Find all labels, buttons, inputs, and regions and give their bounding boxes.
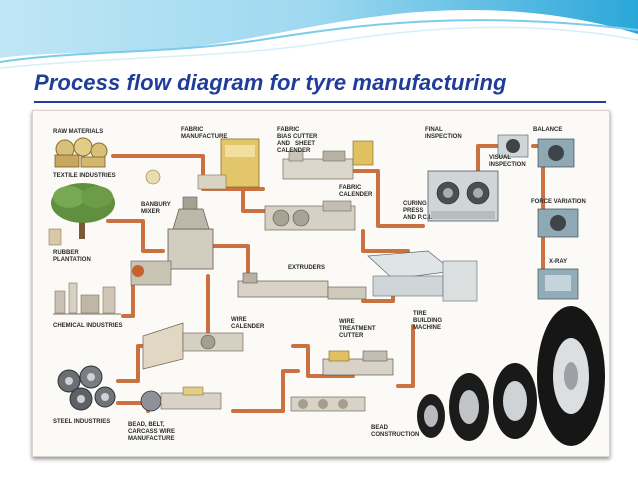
bead-construction-machine [290, 396, 366, 412]
pipe-bias-to-curing [351, 169, 425, 228]
label-final-inspection-1: FINAL [425, 127, 443, 133]
label-tire-building-1: TIRE [413, 311, 427, 317]
label-tire-building-3: MACHINE [413, 325, 441, 331]
label-fabric-calender-1: FABRIC [339, 185, 362, 191]
header-wave-decoration [0, 0, 638, 69]
label-banbury-mixer-1: BANBURY [141, 202, 171, 208]
label-visual-inspection-1: VISUAL [489, 155, 511, 161]
chemical-industries-illustration [53, 282, 121, 315]
bias-cutter-machine [282, 140, 374, 180]
fabric-calender-machine [264, 200, 356, 231]
tyre-large [537, 306, 605, 446]
label-tire-building-2: BUILDING [413, 318, 442, 324]
label-fabric-bias-3: AND [277, 141, 291, 147]
curing-press-machine [427, 170, 499, 222]
finished-tyres [417, 306, 605, 446]
label-bead-belt-2: CARCASS WIRE [128, 429, 175, 435]
title-underline [34, 101, 606, 103]
label-banbury-mixer-2: MIXER [141, 209, 161, 215]
label-curing-press-2: PRESS [403, 208, 423, 214]
label-visual-inspection-2: INSPECTION [489, 162, 526, 168]
label-fabric-manufacture-2: MANUFACTURE [181, 134, 227, 140]
tire-building-machine [367, 250, 478, 302]
label-fabric-bias-4: SHEET [295, 141, 315, 147]
tyre-small [417, 394, 445, 438]
banbury-mixer-machine [130, 196, 214, 286]
slide-title: Process flow diagram for tyre manufactur… [34, 70, 507, 95]
rubber-plantation-illustration [48, 183, 115, 246]
pipe-wire-calender [291, 344, 355, 378]
label-wire-treatment-1: WIRE [339, 319, 355, 325]
label-fabric-bias-1: FABRIC [277, 127, 300, 133]
label-force-variation: FORCE VARIATION [531, 199, 586, 205]
pipe-rubber-to-banbury [106, 219, 165, 253]
label-fabric-bias-5: CALENDER [277, 148, 311, 154]
label-raw-materials: RAW MATERIALS [53, 129, 103, 135]
force-variation-machine [537, 208, 579, 238]
tyre-medium-2 [493, 363, 537, 439]
label-final-inspection-2: INSPECTION [425, 134, 462, 140]
label-x-ray: X-RAY [549, 259, 567, 265]
label-balance: BALANCE [533, 127, 562, 133]
steel-industries-illustration [57, 365, 116, 411]
pipe-construction-to-tires [396, 324, 415, 388]
label-rubber-plantation-2: PLANTATION [53, 257, 91, 263]
label-bead-belt-3: MANUFACTURE [128, 436, 174, 442]
process-flow-diagram: RAW MATERIALS TEXTILE INDUSTRIES RUBBER … [48, 127, 605, 446]
pipe-raw-to-fabric [111, 154, 265, 191]
label-extruders: EXTRUDERS [288, 265, 325, 271]
tyre-medium-1 [449, 373, 489, 441]
label-fabric-calender-2: CALENDER [339, 192, 373, 198]
raw-materials-illustration [54, 137, 108, 168]
label-wire-calender-2: CALENDER [231, 324, 265, 330]
inspection-station [497, 134, 529, 158]
wire-calender-machine [142, 322, 244, 370]
label-bead-construction-2: CONSTRUCTION [371, 432, 419, 438]
label-curing-press-1: CURING [403, 201, 427, 207]
label-wire-treatment-3: CUTTER [339, 333, 364, 339]
label-curing-press-3: AND P.C.I. [403, 215, 432, 221]
flow-pipes [106, 144, 545, 413]
wire-treatment-cutter-machine [322, 350, 394, 376]
label-wire-calender-1: WIRE [231, 317, 247, 323]
extruders-machine [237, 272, 367, 300]
x-ray-machine [537, 268, 579, 300]
fabric-manufacture-machine [145, 138, 260, 190]
label-fabric-manufacture-1: FABRIC [181, 127, 204, 133]
diagram-frame: RAW MATERIALS TEXTILE INDUSTRIES RUBBER … [32, 110, 610, 457]
label-steel-industries: STEEL INDUSTRIES [53, 419, 110, 425]
balance-machine [537, 138, 575, 168]
label-wire-treatment-2: TREATMENT [339, 326, 376, 332]
label-fabric-bias-2: BIAS CUTTER [277, 134, 318, 140]
pipe-bead-line [231, 369, 300, 413]
label-chemical-industries: CHEMICAL INDUSTRIES [53, 323, 123, 329]
label-bead-belt-1: BEAD, BELT, [128, 422, 165, 428]
bead-belt-manufacture-machine [140, 386, 222, 412]
label-rubber-plantation-1: RUBBER [53, 250, 79, 256]
label-textile-industries: TEXTILE INDUSTRIES [53, 173, 116, 179]
label-bead-construction-1: BEAD [371, 425, 389, 431]
pipe-banbury-to-wire [206, 274, 235, 343]
